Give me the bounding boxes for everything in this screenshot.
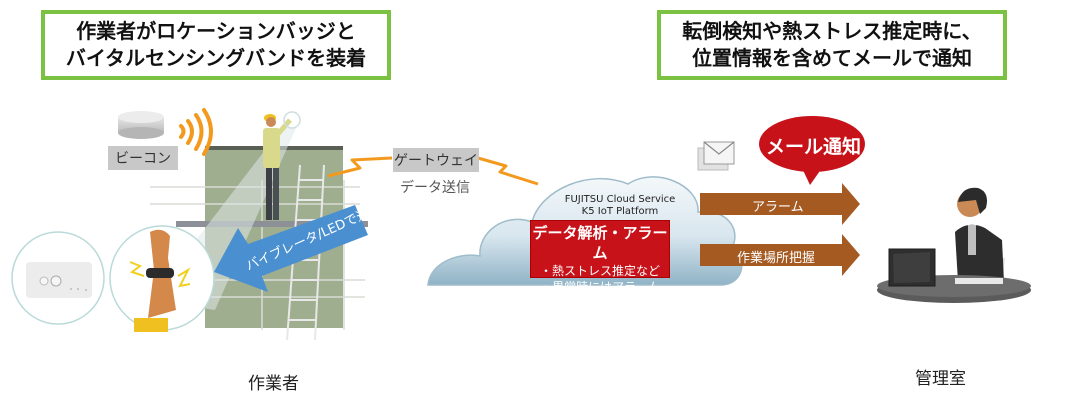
gateway-label: ゲートウェイ [393, 148, 479, 172]
data-send-label: データ送信 [400, 180, 470, 196]
mail-icon [697, 141, 735, 171]
manager-room-caption: 管理室 [915, 369, 966, 389]
mail-notification-bubble [759, 116, 865, 185]
beacon-signal-icon [179, 108, 213, 156]
worker-callout-box: 作業者がロケーションバッジと バイタルセンシングバンドを装着 [41, 10, 391, 80]
cloud-service-line2: K5 IoT Platform [581, 206, 659, 217]
cloud-service-name: FUJITSU Cloud Service K5 IoT Platform [540, 194, 700, 218]
worker-figure [263, 111, 301, 220]
mail-notification-label: メール通知 [766, 136, 862, 158]
wireless-link-icon [327, 156, 393, 178]
wireless-link-icon [477, 156, 539, 186]
beacon-label: ビーコン [108, 146, 178, 170]
cloud-service-line1: FUJITSU Cloud Service [564, 194, 676, 205]
analysis-item: ・熱ストレス推定など [539, 264, 660, 278]
notify-arrow-shape [214, 205, 368, 292]
manager-figure [877, 187, 1031, 303]
beacon-icon [118, 111, 164, 139]
location-arrow-shape [700, 234, 860, 276]
analysis-item: ・異常時にはアラーム [540, 280, 660, 294]
worker-callout-line1: 作業者がロケーションバッジと [76, 19, 356, 43]
alarm-arrow-label: アラーム [752, 200, 804, 215]
alarm-arrow-shape [700, 183, 860, 225]
worker-callout-line2: バイタルセンシングバンドを装着 [65, 46, 367, 70]
analysis-title: データ解析・アラーム [532, 224, 668, 262]
manager-callout-box: 転倒検知や熱ストレス推定時に、 位置情報を含めてメールで通知 [657, 10, 1007, 80]
manager-callout-line1: 転倒検知や熱ストレス推定時に、 [682, 19, 982, 43]
worker-caption: 作業者 [248, 374, 299, 394]
band-detail-circle [109, 225, 215, 332]
location-arrow-label: 作業場所把握 [737, 251, 816, 266]
manager-callout-line2: 位置情報を含めてメールで通知 [692, 46, 972, 70]
badge-detail-circle [11, 231, 105, 325]
analysis-box: データ解析・アラーム ・熱ストレス推定など ・異常時にはアラーム [530, 220, 670, 294]
